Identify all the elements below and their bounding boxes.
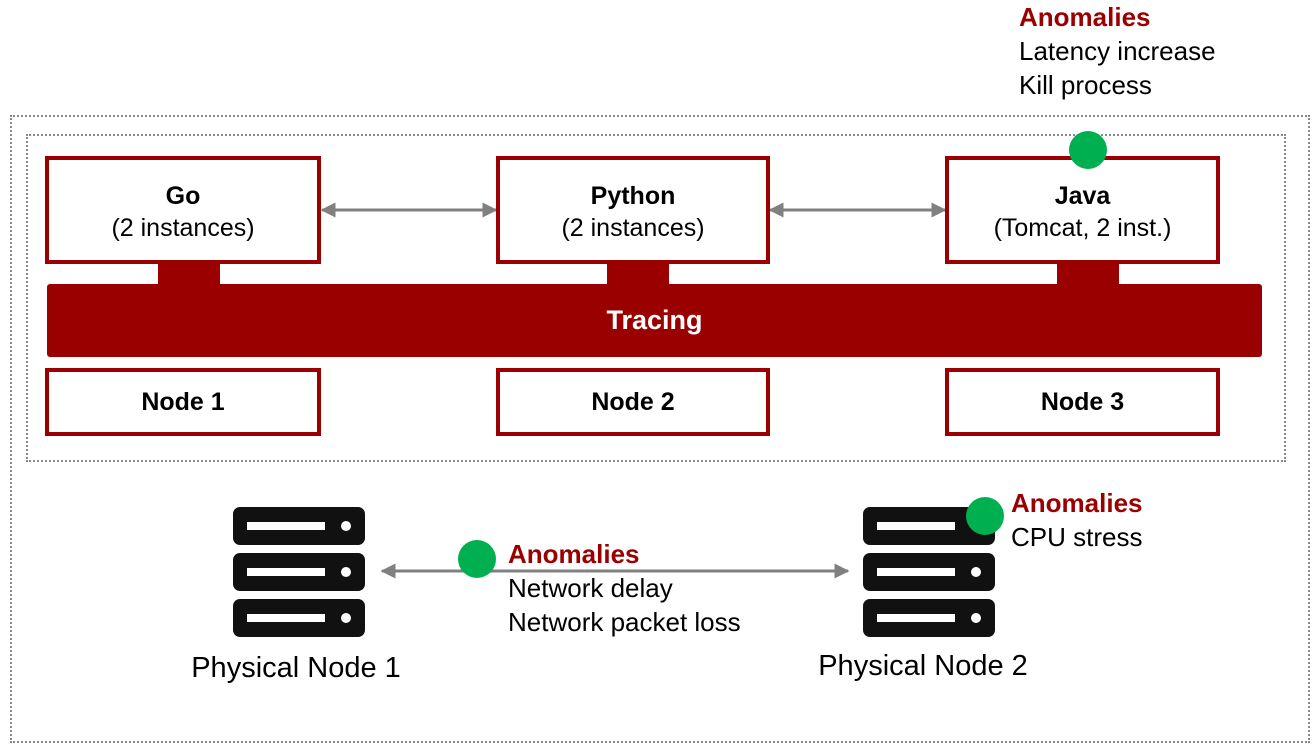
cluster-boundary <box>10 115 1310 743</box>
anomalies-title: Anomalies <box>1019 2 1151 32</box>
service-detail: (Tomcat, 2 inst.) <box>993 214 1172 242</box>
anomalies-title: Anomalies <box>508 539 640 569</box>
service-name: Java <box>1054 182 1111 210</box>
network-anomaly-marker <box>458 540 496 578</box>
kubernetes-boundary <box>26 134 1286 462</box>
physical-node-2-label: Physical Node 2 <box>818 650 1028 682</box>
node-2: Node 2 <box>496 368 770 436</box>
service-detail: (2 instances) <box>111 214 255 242</box>
server-icon <box>233 507 365 637</box>
java-anomalies: Anomalies Latency increase Kill process <box>1019 0 1216 102</box>
physical-node-2-anomalies: Anomalies CPU stress <box>1011 486 1143 554</box>
go-tracing-connector <box>158 262 220 286</box>
anomalies-title: Anomalies <box>1011 488 1143 518</box>
network-anomalies: Anomalies Network delay Network packet l… <box>508 537 741 639</box>
node-1: Node 1 <box>45 368 321 436</box>
physical-node-2-anomaly-marker <box>966 497 1004 535</box>
service-go: Go (2 instances) <box>45 156 321 264</box>
server-icon <box>863 507 995 637</box>
service-python: Python (2 instances) <box>496 156 770 264</box>
node-3: Node 3 <box>945 368 1220 436</box>
anomaly-item: Network packet loss <box>508 607 741 637</box>
anomaly-item: CPU stress <box>1011 522 1143 552</box>
service-detail: (2 instances) <box>561 214 705 242</box>
anomaly-item: Network delay <box>508 573 673 603</box>
python-tracing-connector <box>607 262 669 286</box>
java-tracing-connector <box>1057 262 1119 286</box>
anomaly-item: Latency increase <box>1019 36 1216 66</box>
physical-node-1-label: Physical Node 1 <box>191 652 401 684</box>
anomaly-item: Kill process <box>1019 70 1152 100</box>
service-name: Python <box>590 182 676 210</box>
tracing-bar: Tracing <box>47 284 1262 357</box>
service-java: Java (Tomcat, 2 inst.) <box>945 156 1220 264</box>
java-anomaly-marker <box>1069 131 1107 169</box>
service-name: Go <box>165 182 201 210</box>
